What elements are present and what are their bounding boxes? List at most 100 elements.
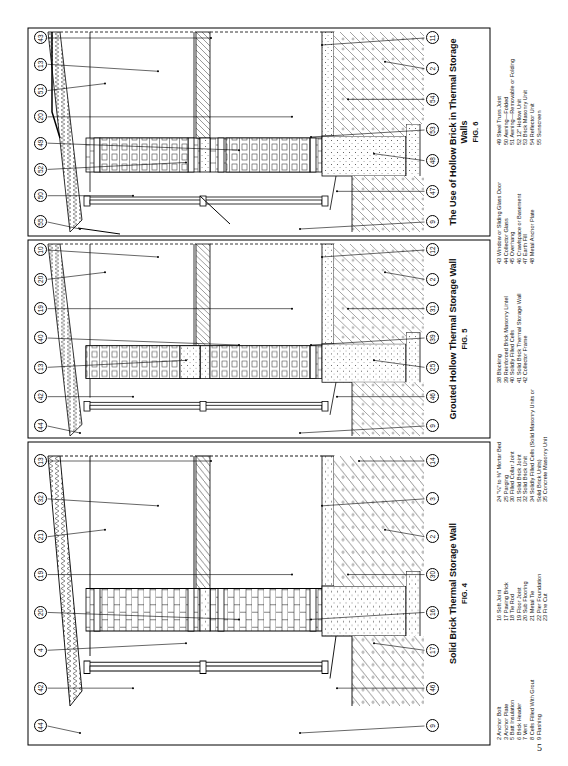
leader-dot bbox=[210, 37, 212, 39]
callout-number: 3 bbox=[429, 497, 436, 501]
callout-number: 11 bbox=[429, 35, 436, 42]
figure-number: FIG. 4 bbox=[460, 452, 469, 735]
leader-dot bbox=[347, 308, 349, 310]
legend-item: 30 Filled Collar Joint bbox=[509, 388, 516, 502]
legend-item: 20 Sub Flooring bbox=[522, 507, 529, 621]
leader-line bbox=[48, 426, 81, 433]
callout-number: 10 bbox=[37, 246, 44, 253]
legend-column: 49 Steel Truss Joist50 Awning—Folded51 A… bbox=[496, 31, 542, 145]
leader-dot bbox=[185, 359, 187, 361]
callout-number: 54 bbox=[429, 96, 436, 103]
leader-dot bbox=[321, 505, 323, 507]
callout-number: 20 bbox=[37, 276, 44, 283]
leader-dot bbox=[238, 618, 240, 620]
leader-line bbox=[359, 461, 425, 462]
leader-line bbox=[48, 250, 159, 257]
callout-circle: 19 bbox=[34, 568, 47, 581]
leader-line bbox=[48, 272, 106, 279]
callout-number: 53 bbox=[429, 126, 436, 133]
callout-number: 13 bbox=[37, 364, 44, 371]
leader-line bbox=[311, 612, 425, 619]
callout-circle: 3 bbox=[426, 492, 439, 505]
leader-line bbox=[48, 38, 212, 39]
leader-dot bbox=[104, 529, 106, 531]
callout-circle: 54 bbox=[426, 93, 439, 106]
callout-number: 9 bbox=[429, 424, 436, 428]
callout-circle: 20 bbox=[34, 606, 47, 619]
leader-dot bbox=[310, 618, 312, 620]
legend-item: 22 Pier Foundation bbox=[536, 507, 543, 621]
callout-number: 17 bbox=[429, 647, 436, 654]
legend-item: 7 Vent bbox=[522, 626, 529, 740]
callout-circle: 19 bbox=[34, 302, 47, 315]
leader-dot bbox=[132, 396, 134, 398]
leader-dot bbox=[310, 344, 312, 346]
legend-item: 45 Overhang bbox=[509, 150, 516, 264]
callout-number: 12 bbox=[429, 246, 436, 253]
callout-circle: 9 bbox=[426, 420, 439, 433]
legend-item: 42 Collector Frame bbox=[522, 269, 529, 383]
leader-dot bbox=[157, 256, 159, 258]
callout-number: 55 bbox=[37, 218, 44, 225]
leader-line bbox=[300, 222, 425, 229]
callout-number: 13 bbox=[37, 61, 44, 68]
leader-line bbox=[348, 308, 425, 309]
callout-number: 44 bbox=[37, 722, 44, 729]
callout-number: 13 bbox=[37, 457, 44, 464]
legend-item: 21 Metal Tie bbox=[529, 507, 536, 621]
leader-dot bbox=[347, 98, 349, 100]
callout-circle: 10 bbox=[34, 244, 47, 257]
leader-line bbox=[48, 222, 81, 229]
callout-circle: 30 bbox=[426, 568, 439, 581]
callout-circle: 42 bbox=[34, 390, 47, 403]
callout-circle: 48 bbox=[426, 154, 439, 167]
legend-item: 55 Sunscreen bbox=[536, 31, 543, 145]
leader-line bbox=[48, 643, 187, 650]
leader-line bbox=[385, 62, 425, 69]
callout-circle: 52 bbox=[34, 163, 47, 176]
callout-circle: 13 bbox=[34, 58, 47, 71]
leader-dot bbox=[291, 116, 293, 118]
callout-circle: 2 bbox=[426, 273, 439, 286]
legend-item: 17 Paving Brick bbox=[503, 507, 510, 621]
legend-item: 51 Awning—Removable or Folding bbox=[509, 31, 516, 145]
leader-line bbox=[300, 426, 425, 433]
leader-line bbox=[385, 272, 425, 279]
leader-dot bbox=[384, 529, 386, 531]
leader-dot bbox=[310, 136, 312, 138]
callout-circle: 13 bbox=[34, 361, 47, 374]
leader-line bbox=[48, 612, 240, 619]
leader-dot bbox=[210, 460, 212, 462]
callout-number: 42 bbox=[37, 685, 44, 692]
leader-dot bbox=[321, 256, 323, 258]
leader-dot bbox=[321, 44, 323, 46]
legend-item: 48 Metal Anchor Plate bbox=[529, 150, 536, 264]
leader-line bbox=[348, 99, 425, 100]
callout-circle: 47 bbox=[426, 185, 439, 198]
legend-item: 9 Flashing bbox=[536, 626, 543, 740]
legend-item: 2 Anchor Bolt bbox=[496, 626, 503, 740]
leader-dot bbox=[157, 70, 159, 72]
legend-column: 2 Anchor Bolt3 Anchor Plate5 Batt Insula… bbox=[496, 626, 542, 740]
figure-title: Grouted Hollow Thermal Storage Wall bbox=[448, 250, 459, 428]
leader-line bbox=[48, 530, 106, 537]
legend-item: 31 Solid Brick Joint bbox=[516, 388, 523, 502]
callout-number: 2 bbox=[429, 67, 436, 71]
callout-circle: 42 bbox=[34, 682, 47, 695]
leader-line bbox=[322, 250, 425, 257]
legend-item: 5 Batt Insulation bbox=[509, 626, 516, 740]
legend-item: 39 Reinforced Brick Masonry Lintel bbox=[503, 269, 510, 383]
leader-dot bbox=[299, 432, 301, 434]
callout-circle: 53 bbox=[426, 124, 439, 137]
callout-circle: 46 bbox=[426, 390, 439, 403]
legend-column: 16 Soft Joint17 Paving Brick18 Tie Rod19… bbox=[496, 507, 549, 621]
leader-dot bbox=[238, 344, 240, 346]
callout-number: 47 bbox=[429, 188, 436, 195]
callout-number: 20 bbox=[37, 113, 44, 120]
leader-dot bbox=[238, 149, 240, 151]
callout-number: 50 bbox=[37, 192, 44, 199]
leader-line bbox=[337, 396, 425, 397]
